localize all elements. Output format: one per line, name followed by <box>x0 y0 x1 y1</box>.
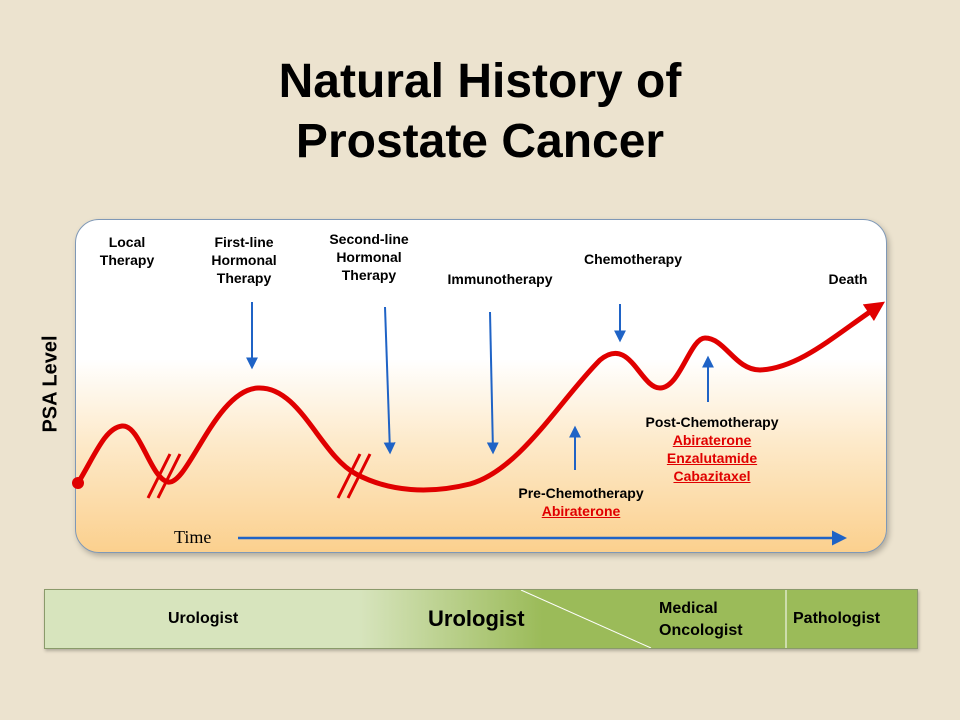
pre-chemo-heading: Pre-Chemotherapy <box>518 485 644 501</box>
post-chemo-drug-abiraterone: Abiraterone <box>672 432 752 448</box>
specialist-medical-line-2: Oncologist <box>659 622 743 639</box>
stage-second-line-1: Second-line <box>329 231 409 247</box>
stage-first-line-3: Therapy <box>216 270 272 286</box>
psa-curve <box>75 301 885 493</box>
specialist-medical-line-1: Medical <box>659 600 718 617</box>
stage-second-line-hormonal: Second-line Hormonal Therapy <box>329 230 408 284</box>
stage-local-line-2: Therapy <box>99 252 155 268</box>
stage-chemotherapy: Chemotherapy <box>583 251 683 267</box>
specialist-dividers <box>520 590 787 648</box>
post-chemo-drug-enzalutamide: Enzalutamide <box>666 450 758 466</box>
arrow-immunotherapy <box>486 311 499 455</box>
stage-second-line-3: Therapy <box>341 267 397 283</box>
post-chemo-drug-cabazitaxel: Cabazitaxel <box>673 468 751 484</box>
stage-first-line-hormonal: First-line Hormonal Therapy <box>211 233 276 287</box>
break-mark-1 <box>146 453 182 499</box>
specialist-pathologist: Pathologist <box>793 610 881 627</box>
stage-immunotherapy: Immunotherapy <box>447 271 553 287</box>
pre-chemo-group: Pre-Chemotherapy Abiraterone <box>518 484 643 520</box>
title-line-1: Natural History of <box>278 55 682 108</box>
pre-chemo-drug-abiraterone: Abiraterone <box>541 503 621 519</box>
specialist-urologist-center: Urologist <box>428 606 525 631</box>
title-line-2: Prostate Cancer <box>295 115 665 168</box>
specialist-urologist-left: Urologist <box>168 610 239 627</box>
stage-second-line-2: Hormonal <box>336 249 402 265</box>
break-mark-2 <box>336 453 372 499</box>
slide-title: Natural History of Prostate Cancer <box>0 52 960 172</box>
arrow-second-line <box>383 306 396 455</box>
specialist-bar: Urologist Urologist Medical Oncologist P… <box>44 589 918 649</box>
stage-first-line-2: Hormonal <box>211 252 277 268</box>
stage-first-line-1: First-line <box>214 234 274 250</box>
psa-chart-panel <box>75 219 887 553</box>
post-chemo-heading: Post-Chemotherapy <box>645 414 779 430</box>
post-chemo-group: Post-Chemotherapy Abiraterone Enzalutami… <box>645 413 778 485</box>
stage-local-therapy: Local Therapy <box>100 233 154 269</box>
x-axis-label: Time <box>174 527 212 547</box>
stage-local-line-1: Local <box>108 234 146 250</box>
specialist-medical-oncologist: Medical Oncologist <box>659 598 743 642</box>
curve-start-dot <box>72 477 84 489</box>
stage-death: Death <box>828 271 868 287</box>
